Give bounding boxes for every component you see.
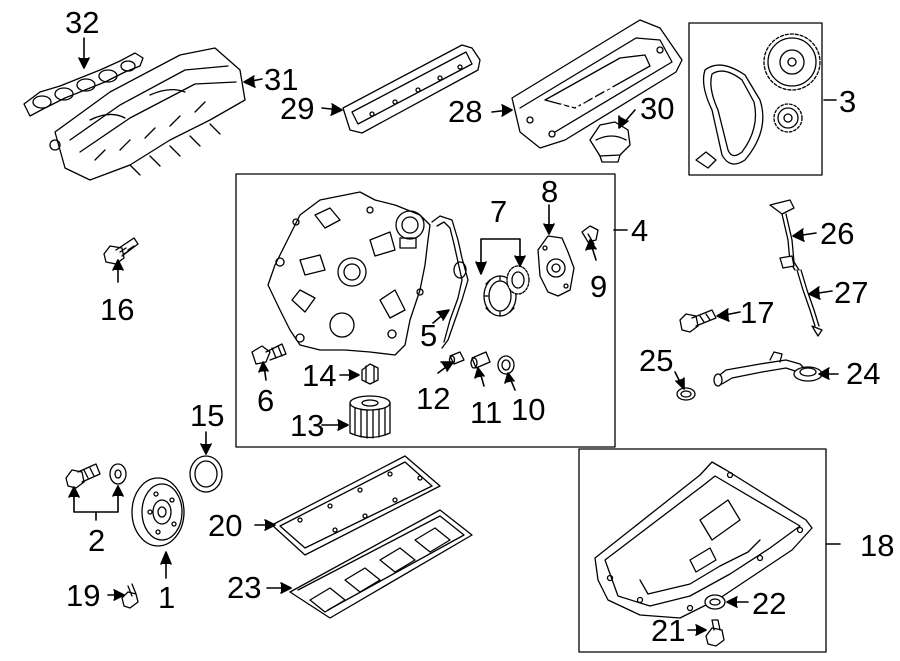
bolt-19-part (121, 583, 139, 609)
valve-cover-gasket-part (342, 44, 481, 134)
callout-16: 16 (100, 292, 135, 327)
drain-washer-part (704, 594, 726, 610)
sensor-9-part (581, 225, 599, 245)
callout-32: 32 (65, 5, 100, 40)
fitting-6-part (251, 343, 287, 365)
callout-19: 19 (66, 578, 101, 613)
plug-11-part (470, 351, 491, 369)
seal-15-part (189, 455, 223, 493)
callout-22: 22 (752, 586, 787, 621)
oil-pump-part (537, 235, 575, 297)
callout-29: 29 (280, 91, 315, 126)
callout-12: 12 (416, 381, 451, 416)
callout-7: 7 (490, 194, 508, 229)
callout-13: 13 (290, 408, 325, 443)
callout-2: 2 (88, 523, 106, 558)
callout-17: 17 (740, 295, 775, 330)
callout-30: 30 (640, 91, 675, 126)
group-frames (235, 22, 827, 653)
timing-chain-group-frame (688, 22, 823, 176)
oil-pickup-part (713, 351, 823, 387)
bolt-16-part (103, 237, 139, 265)
oil-filler-cap-part (589, 121, 631, 163)
leader-lines (68, 37, 841, 636)
callout-31: 31 (264, 62, 299, 97)
callout-27: 27 (834, 275, 869, 310)
callout-28: 28 (448, 94, 483, 129)
dipstick-part (769, 199, 823, 337)
timing-chain-part (695, 33, 821, 169)
callout-14: 14 (302, 358, 337, 393)
intake-gasket-part (23, 52, 144, 117)
oil-pan-gasket-part (271, 455, 441, 556)
callout-23: 23 (227, 570, 262, 605)
crankshaft-damper-part (131, 477, 185, 547)
callout-5: 5 (420, 318, 438, 353)
bolt-17-part (679, 309, 717, 333)
callout-24: 24 (846, 356, 881, 391)
front-cover-gasket-part (431, 215, 469, 349)
callout-20: 20 (208, 508, 243, 543)
callout-11: 11 (470, 395, 503, 430)
callout-21: 21 (651, 613, 686, 648)
front-cover-group-frame (235, 173, 616, 448)
seal-10-part (497, 355, 515, 375)
oil-pan-group-frame (578, 448, 827, 653)
drain-plug-part (705, 619, 725, 647)
filter-adapter-part (361, 363, 379, 385)
callout-26: 26 (820, 216, 855, 251)
callout-4: 4 (631, 213, 649, 248)
callout-9: 9 (590, 269, 608, 304)
callout-3: 3 (839, 84, 857, 119)
callout-15: 15 (190, 398, 225, 433)
oil-filter-part (349, 395, 391, 439)
callout-6: 6 (257, 383, 275, 418)
callout-1: 1 (158, 580, 176, 615)
damper-bolt-washer-part (65, 463, 127, 489)
callout-10: 10 (511, 392, 546, 427)
intake-manifold-part (49, 47, 246, 181)
callout-25: 25 (639, 343, 674, 378)
front-cover-part (267, 191, 431, 356)
oil-pan-part (594, 461, 813, 619)
timing-sprocket-pair-part (483, 265, 530, 317)
o-ring-part (676, 387, 696, 401)
callout-18: 18 (860, 528, 895, 563)
windage-tray-part (289, 509, 473, 619)
callout-8: 8 (541, 174, 559, 209)
